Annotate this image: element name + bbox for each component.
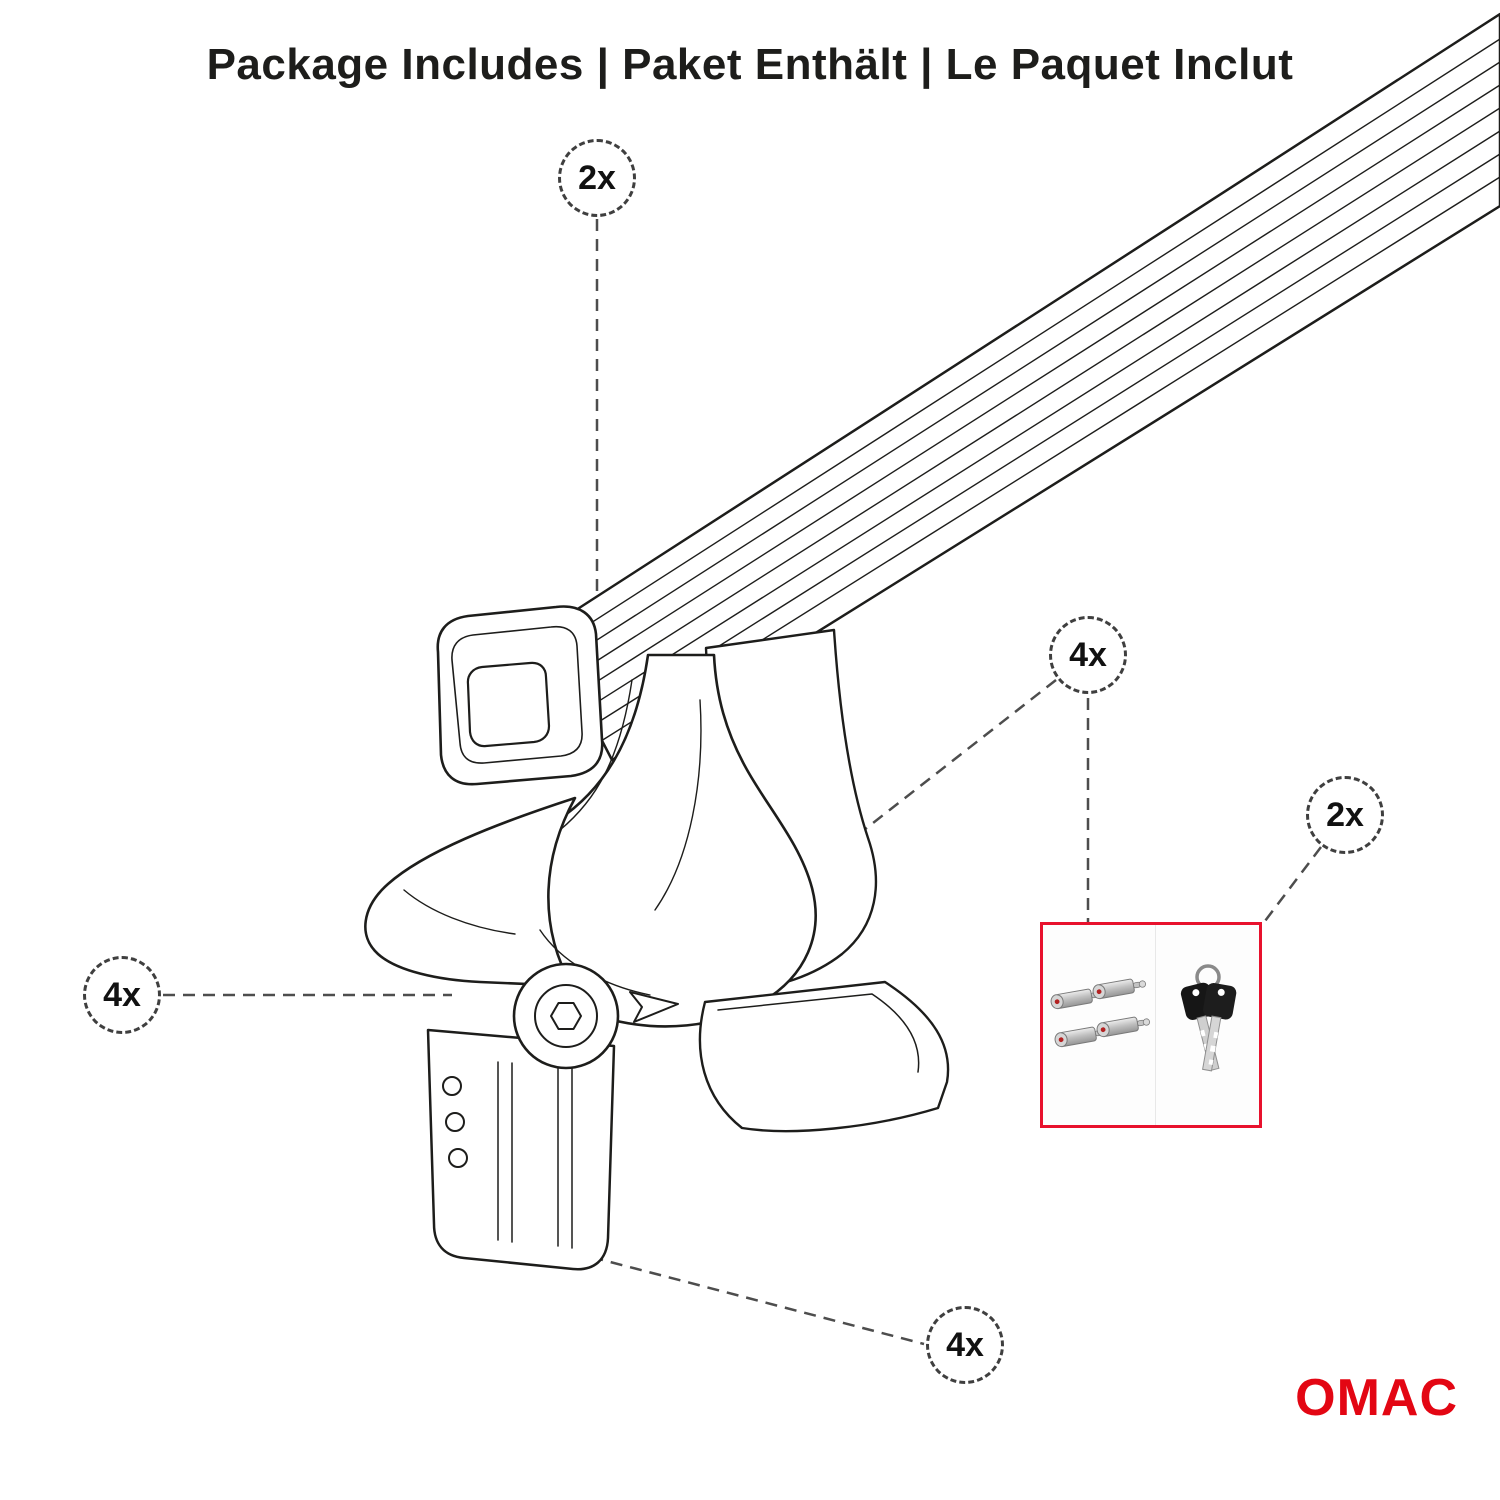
leader-line-keys (1261, 846, 1322, 926)
page-title: Package Includes | Paket Enthält | Le Pa… (206, 40, 1294, 89)
brand-logo: OMAC (1295, 1369, 1458, 1427)
callout-label-foot: 4x (103, 975, 141, 1014)
callout-label-crossbar: 2x (578, 158, 616, 197)
callout-badge-keys: 2x (1306, 776, 1384, 854)
lock-cylinders-image (1043, 925, 1155, 1125)
callout-badge-foot: 4x (83, 956, 161, 1034)
included-hardware-box (1040, 922, 1262, 1128)
clamp-drawing (426, 1028, 616, 1271)
callout-badge-locks: 4x (1049, 616, 1127, 694)
knob-drawing (512, 962, 679, 1070)
crossbar-drawing (543, 12, 1500, 762)
pointer-arrow (629, 991, 679, 1023)
base-pad-drawing (698, 980, 950, 1133)
leader-line-clamp (571, 1250, 925, 1346)
mounting-foot-drawing (364, 628, 950, 1271)
callout-badge-crossbar: 2x (558, 139, 636, 217)
callout-badge-clamp: 4x (926, 1306, 1004, 1384)
callout-label-locks: 4x (1069, 635, 1107, 674)
keys-image (1155, 925, 1259, 1125)
lock-cylinders-icon (1050, 978, 1151, 1048)
callout-label-keys: 2x (1326, 795, 1364, 834)
keys-icon (1180, 964, 1236, 1072)
end-cap-drawing (436, 605, 604, 786)
callout-label-clamp: 4x (946, 1325, 984, 1364)
